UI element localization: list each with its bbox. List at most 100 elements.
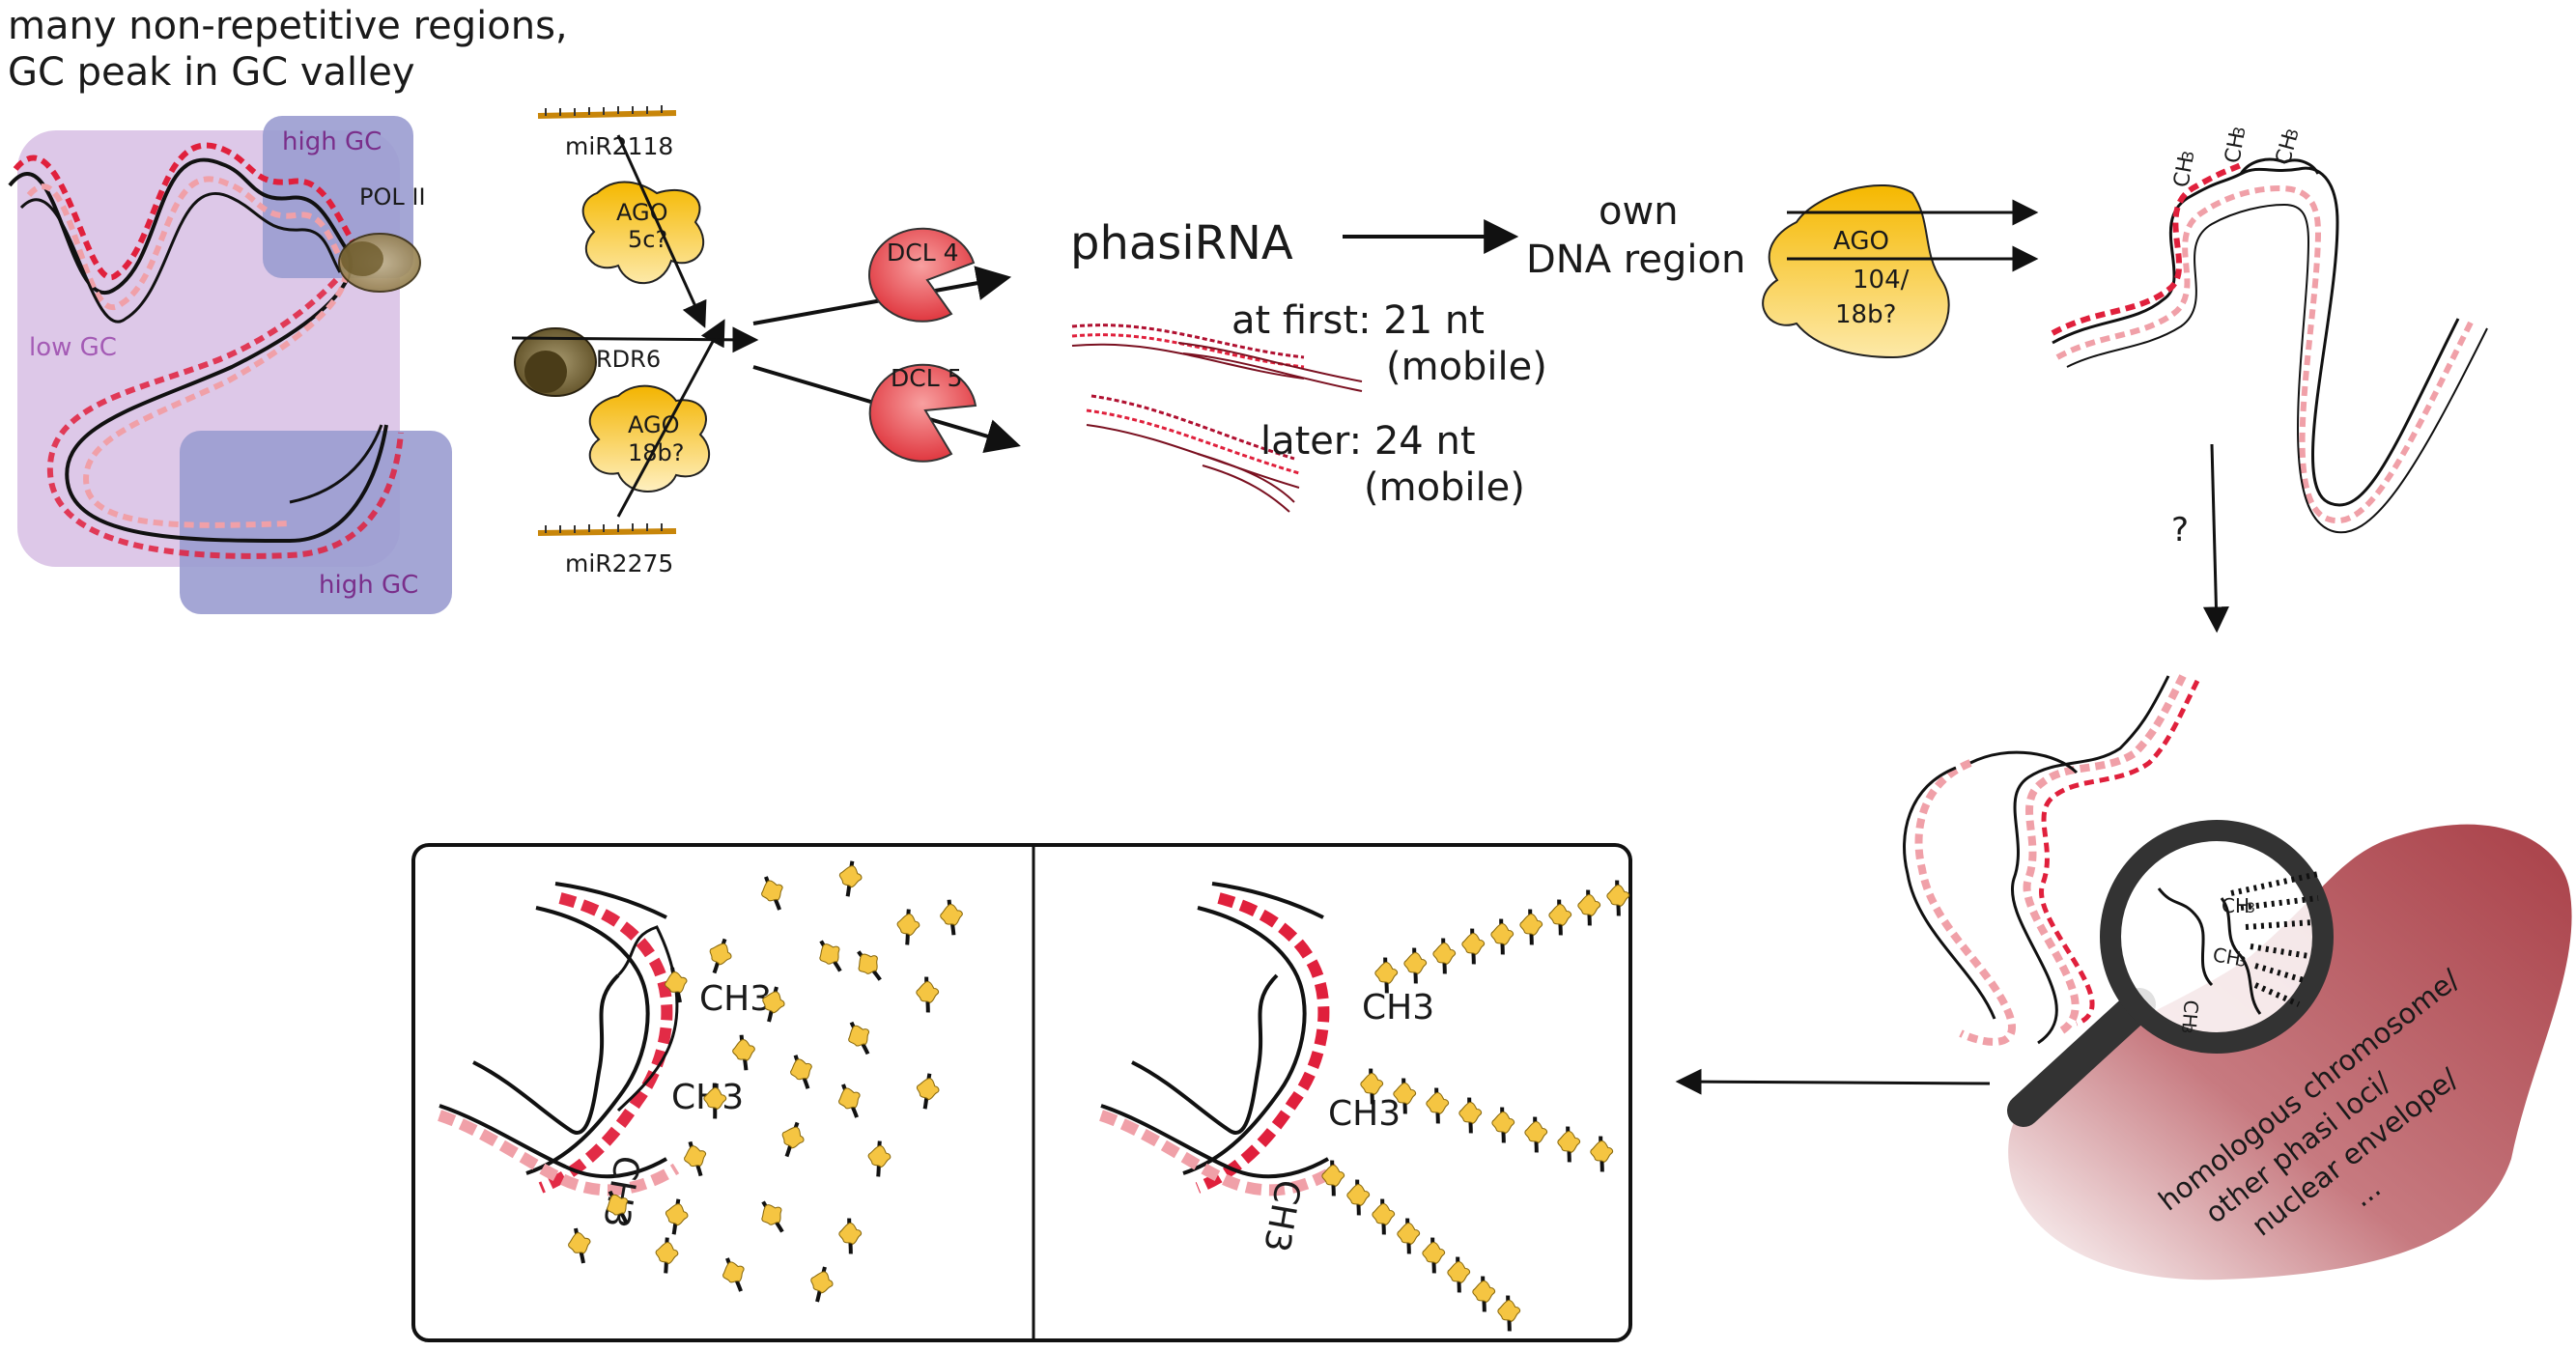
ch3-lens-3-sub: 3	[2178, 1025, 2194, 1034]
pol-ii-core	[341, 241, 383, 276]
phasirna-title: phasiRNA	[1070, 216, 1293, 270]
ago-glyph-aligned	[1459, 928, 1486, 965]
ago-glyph-aligned	[1319, 1160, 1346, 1196]
ago-glyph	[788, 1055, 814, 1089]
phasirna-later-label: later: 24 nt	[1260, 419, 1476, 464]
ago-glyph	[836, 1218, 863, 1254]
dcl4-label: DCL 4	[887, 239, 959, 267]
ago-glyph	[807, 1266, 837, 1303]
ago-glyph	[663, 1198, 692, 1235]
ago-glyph	[835, 1084, 863, 1118]
arrow-to-comparison	[1675, 1068, 1991, 1095]
dcl4-pacman	[868, 227, 976, 323]
dcl5-pacman	[868, 363, 977, 463]
ago-glyph-aligned	[1575, 889, 1602, 926]
ago-18b-blob	[588, 384, 711, 493]
magnifier-handle	[2007, 988, 2156, 1127]
ago-glyph	[853, 948, 883, 981]
ago-glyph	[894, 909, 922, 945]
ago-glyph-aligned	[1370, 1198, 1397, 1235]
ago-glyph-aligned	[1391, 1078, 1418, 1114]
ago-glyph-aligned	[1420, 1237, 1447, 1274]
ago-glyph-aligned	[1488, 918, 1515, 955]
ago-glyph-aligned	[1489, 1107, 1516, 1143]
dna-strand-pink	[26, 176, 349, 528]
ago-104-label-3: 18b?	[1835, 300, 1896, 329]
ago-glyph	[844, 1021, 873, 1055]
ch3-top-2-base: CH	[2221, 130, 2250, 165]
ch3-top-1-sub: 3	[2178, 150, 2197, 162]
own-dna-label-2: DNA region	[1526, 238, 1745, 282]
ago-glyph	[758, 986, 789, 1023]
arrow-question	[2202, 443, 2229, 633]
mir2275-strand	[537, 528, 677, 536]
low-gc-label: low GC	[29, 333, 117, 362]
header-line-2: GC peak in GC valley	[8, 50, 415, 95]
ago-glyph	[665, 967, 688, 1003]
methylated-dna-top: CH 3 CH 3 CH 3	[2051, 126, 2488, 534]
ago-glyph-aligned	[1424, 1087, 1451, 1124]
ago-glyph	[914, 976, 941, 1013]
ago-glyph-aligned	[1457, 1097, 1484, 1134]
dna-strand-black-3	[289, 424, 383, 504]
ch3-lens-2-sub: 3	[2236, 954, 2248, 971]
ago-glyph	[720, 1257, 747, 1292]
arrow-mir2275-to-node	[616, 319, 725, 518]
ago-glyph-aligned	[1358, 1068, 1385, 1105]
phasirna-24nt-strands	[1086, 394, 1300, 513]
mir2118-strand	[537, 110, 677, 119]
right-ch3-2: CH3	[1328, 1094, 1401, 1134]
ch3-lens-3-base: CH	[2177, 999, 2202, 1029]
high-gc-label-top: high GC	[282, 127, 382, 156]
ago-glyph-aligned	[1395, 1218, 1422, 1254]
rdr6-label: RDR6	[596, 346, 661, 373]
envelope-panel: CH 3 CH 3 CH 3 homologous chromosome/ ot…	[1903, 674, 2572, 1281]
right-ch3-1: CH3	[1362, 988, 1434, 1027]
arrow-mir2118-to-node	[616, 134, 707, 328]
phasirna-first-mobile: (mobile)	[1386, 345, 1547, 389]
mir2118-ticks	[545, 105, 663, 116]
mir2275-label: miR2275	[565, 549, 673, 577]
phasirna-21nt-strands	[1071, 324, 1363, 392]
high-gc-region-bottom	[180, 431, 452, 614]
ago-glyph	[568, 1227, 591, 1264]
ago-glyph-aligned	[1430, 938, 1458, 974]
ago-glyph	[836, 860, 865, 897]
ago-glyph	[758, 876, 785, 911]
ago-104-complex: AGO 104/ 18b?	[1762, 184, 2039, 359]
ago-18b-label-1: AGO	[628, 411, 679, 438]
question-mark: ?	[2171, 511, 2189, 549]
ago-glyph	[731, 1034, 756, 1071]
nuclear-envelope-blob	[2008, 824, 2572, 1281]
ago-glyph	[815, 940, 844, 972]
dna-strand-red	[13, 142, 355, 281]
ago-104-blob	[1762, 184, 1950, 359]
ago-104-label-1: AGO	[1833, 227, 1889, 256]
phasirna-later-mobile: (mobile)	[1364, 465, 1525, 510]
ch3-lens-1-base: CH	[2222, 894, 2250, 917]
ago-glyph-aligned	[1555, 1126, 1582, 1163]
rdr6-core	[524, 351, 567, 393]
left-ch3-1: CH3	[699, 979, 772, 1019]
dna-strand-black-2	[19, 192, 342, 324]
mir2275-ticks	[545, 523, 663, 533]
ago-glyph	[757, 1200, 786, 1233]
precursor-panel: miR2118 AGO 5c? RDR6 AGO 18b? miR2275	[511, 105, 759, 577]
ago-104-label-2: 104/	[1853, 266, 1910, 295]
dna-strand-red-2	[46, 277, 404, 559]
dcl5-label: DCL 5	[891, 364, 963, 392]
genomic-region-panel: high GC POL II low GC high GC	[8, 116, 452, 614]
comparison-box: CH3 CH3 CH3 CH3 CH3 CH3	[411, 843, 1632, 1342]
right-ago-rows	[1319, 880, 1631, 1332]
ago-glyph	[705, 938, 736, 974]
ch3-lens-1-sub: 3	[2247, 901, 2255, 916]
ago-glyph-aligned	[1517, 909, 1544, 945]
ago-5c-label-1: AGO	[616, 199, 667, 226]
phasirna-panel: phasiRNA at first: 21 nt (mobile) later:…	[1070, 216, 1547, 513]
magnifier-lens	[2100, 820, 2334, 1054]
phasirna-first-label: at first: 21 nt	[1231, 298, 1485, 343]
ago-glyph-aligned	[1546, 899, 1573, 936]
ago-glyph-aligned	[1345, 1179, 1372, 1216]
